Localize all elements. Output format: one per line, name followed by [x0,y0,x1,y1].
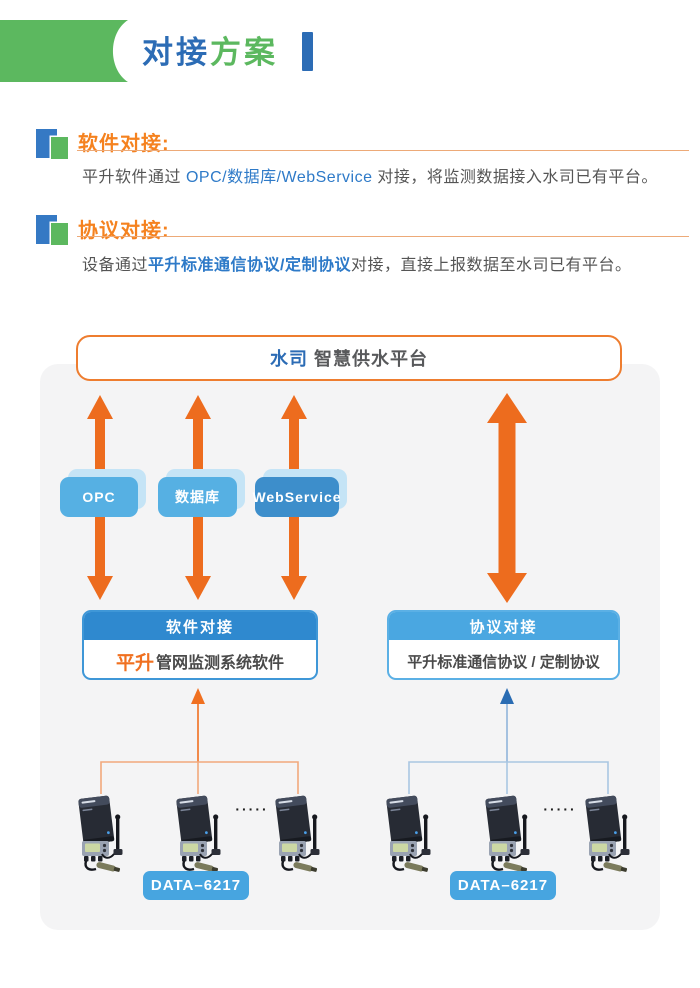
software-name: 管网监测系统软件 [156,655,285,672]
left-device-model-badge: DATA–6217 [143,871,249,900]
section2-body: 设备通过平升标准通信协议/定制协议对接，直接上报数据至水司已有平台。 [82,251,631,275]
section1-title: 软件对接: [78,133,170,155]
section2-underline [77,236,689,237]
protocol-docking-body: 平升标准通信协议 / 定制协议 [389,640,618,678]
left-uplink-arrowhead-icon [191,688,205,704]
right-device-bracket [408,761,609,794]
software-docking-body: 平升 管网监测系统软件 [84,640,316,678]
section2-body-post: 对接，直接上报数据至水司已有平台。 [350,257,632,274]
section2-title: 协议对接: [78,220,170,242]
webservice-tag: WebService [252,477,341,517]
section2-body-pre: 设备通过 [82,257,149,274]
section2-body-highlight: 平升标准通信协议/定制协议 [148,257,351,274]
platform-brand: 水司 [270,349,308,369]
right-uplink-arrowhead-icon [500,688,514,704]
right-device-model-badge: DATA–6217 [450,871,556,900]
database-tag: 数据库 [158,477,237,517]
right-group-ellipsis: ····· [543,801,577,817]
rtu-device-icon [583,794,631,875]
section1-icon-green-square [51,137,68,159]
double-arrow-protocol [487,393,527,603]
left-group-ellipsis: ····· [235,801,269,817]
protocol-name: 平升标准通信协议 / 定制协议 [407,653,600,671]
protocol-docking-header: 协议对接 [389,612,618,640]
section1-body-post: 对接，将监测数据接入水司已有平台。 [372,169,658,186]
platform-name: 智慧供水平台 [314,349,428,369]
rtu-device-icon [174,794,222,875]
title-accent-bar [302,32,313,71]
protocol-docking-box: 协议对接 平升标准通信协议 / 定制协议 [387,610,620,680]
left-device-bracket [100,761,299,794]
section2-icon-green-square [51,223,68,245]
section1-body: 平升软件通过 OPC/数据库/WebService 对接，将监测数据接入水司已有… [82,163,658,187]
page-title: 对接方案 [142,27,278,72]
software-docking-header: 软件对接 [84,612,316,640]
page-title-part1: 对接 [142,35,210,70]
opc-tag: OPC [60,477,138,517]
page-title-part2: 方案 [210,35,278,70]
section1-underline [77,150,689,151]
rtu-device-icon [273,794,321,875]
header-green-ribbon [0,20,128,82]
software-docking-box: 软件对接 平升 管网监测系统软件 [82,610,318,680]
rtu-device-icon [76,794,124,875]
rtu-device-icon [384,794,432,875]
section1-body-pre: 平升软件通过 [82,169,186,186]
software-brand: 平升 [115,652,154,674]
rtu-device-icon [483,794,531,875]
platform-box: 水司 智慧供水平台 [76,335,622,381]
section1-body-highlight: OPC/数据库/WebService [185,169,373,186]
